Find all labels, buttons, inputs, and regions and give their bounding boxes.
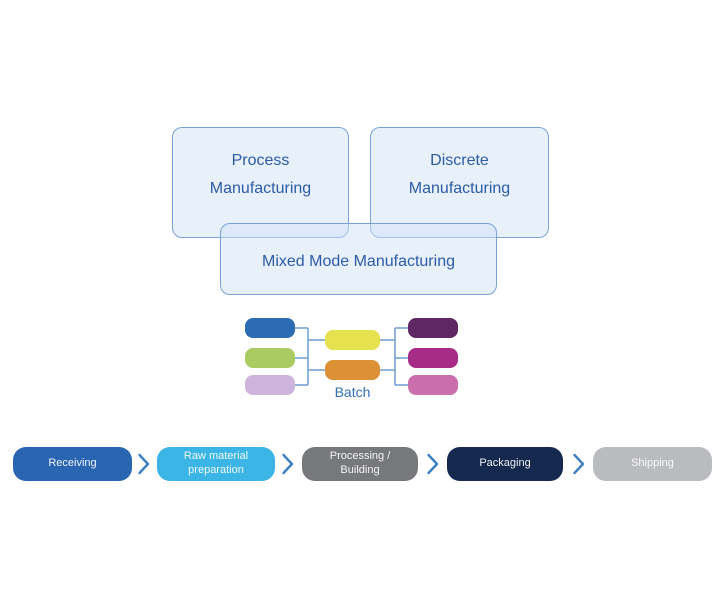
batch-node-blue <box>245 318 295 338</box>
process-manufacturing-box: Process Manufacturing <box>172 127 349 238</box>
batch-node-pink <box>408 375 458 395</box>
flow-step-packaging: Packaging <box>447 447 563 481</box>
batch-label: Batch <box>334 384 371 400</box>
batch-node-lavender <box>245 375 295 395</box>
mixed-mode-manufacturing-box: Mixed Mode Manufacturing <box>220 223 497 295</box>
flow-step-packaging-label: Packaging <box>479 457 531 470</box>
batch-node-orange <box>325 360 380 380</box>
flow-step-receiving-label: Receiving <box>48 457 97 470</box>
batch-cluster: Batch <box>240 310 470 410</box>
batch-node-green <box>245 348 295 368</box>
chevron-right-icon <box>282 453 294 475</box>
mixed-mode-manufacturing-label: Mixed Mode Manufacturing <box>262 253 455 271</box>
chevron-right-icon <box>427 453 439 475</box>
flow-step-processing-building-label: Processing / Building <box>329 450 391 476</box>
discrete-manufacturing-label: Discrete Manufacturing <box>408 152 511 197</box>
discrete-manufacturing-box: Discrete Manufacturing <box>370 127 549 238</box>
flow-step-raw-material-preparation-label: Raw material preparation <box>183 450 249 476</box>
flow-step-shipping-label: Shipping <box>631 457 674 470</box>
chevron-right-icon <box>138 453 150 475</box>
flow-step-processing-building: Processing / Building <box>302 447 418 481</box>
process-manufacturing-label: Process Manufacturing <box>209 152 312 197</box>
batch-connector-lines <box>295 327 408 386</box>
chevron-right-icon <box>573 453 585 475</box>
flow-step-shipping: Shipping <box>593 447 712 481</box>
flow-step-raw-material-preparation: Raw material preparation <box>157 447 275 481</box>
batch-node-magenta <box>408 348 458 368</box>
batch-node-yellow <box>325 330 380 350</box>
flow-step-receiving: Receiving <box>13 447 132 481</box>
batch-node-purple <box>408 318 458 338</box>
